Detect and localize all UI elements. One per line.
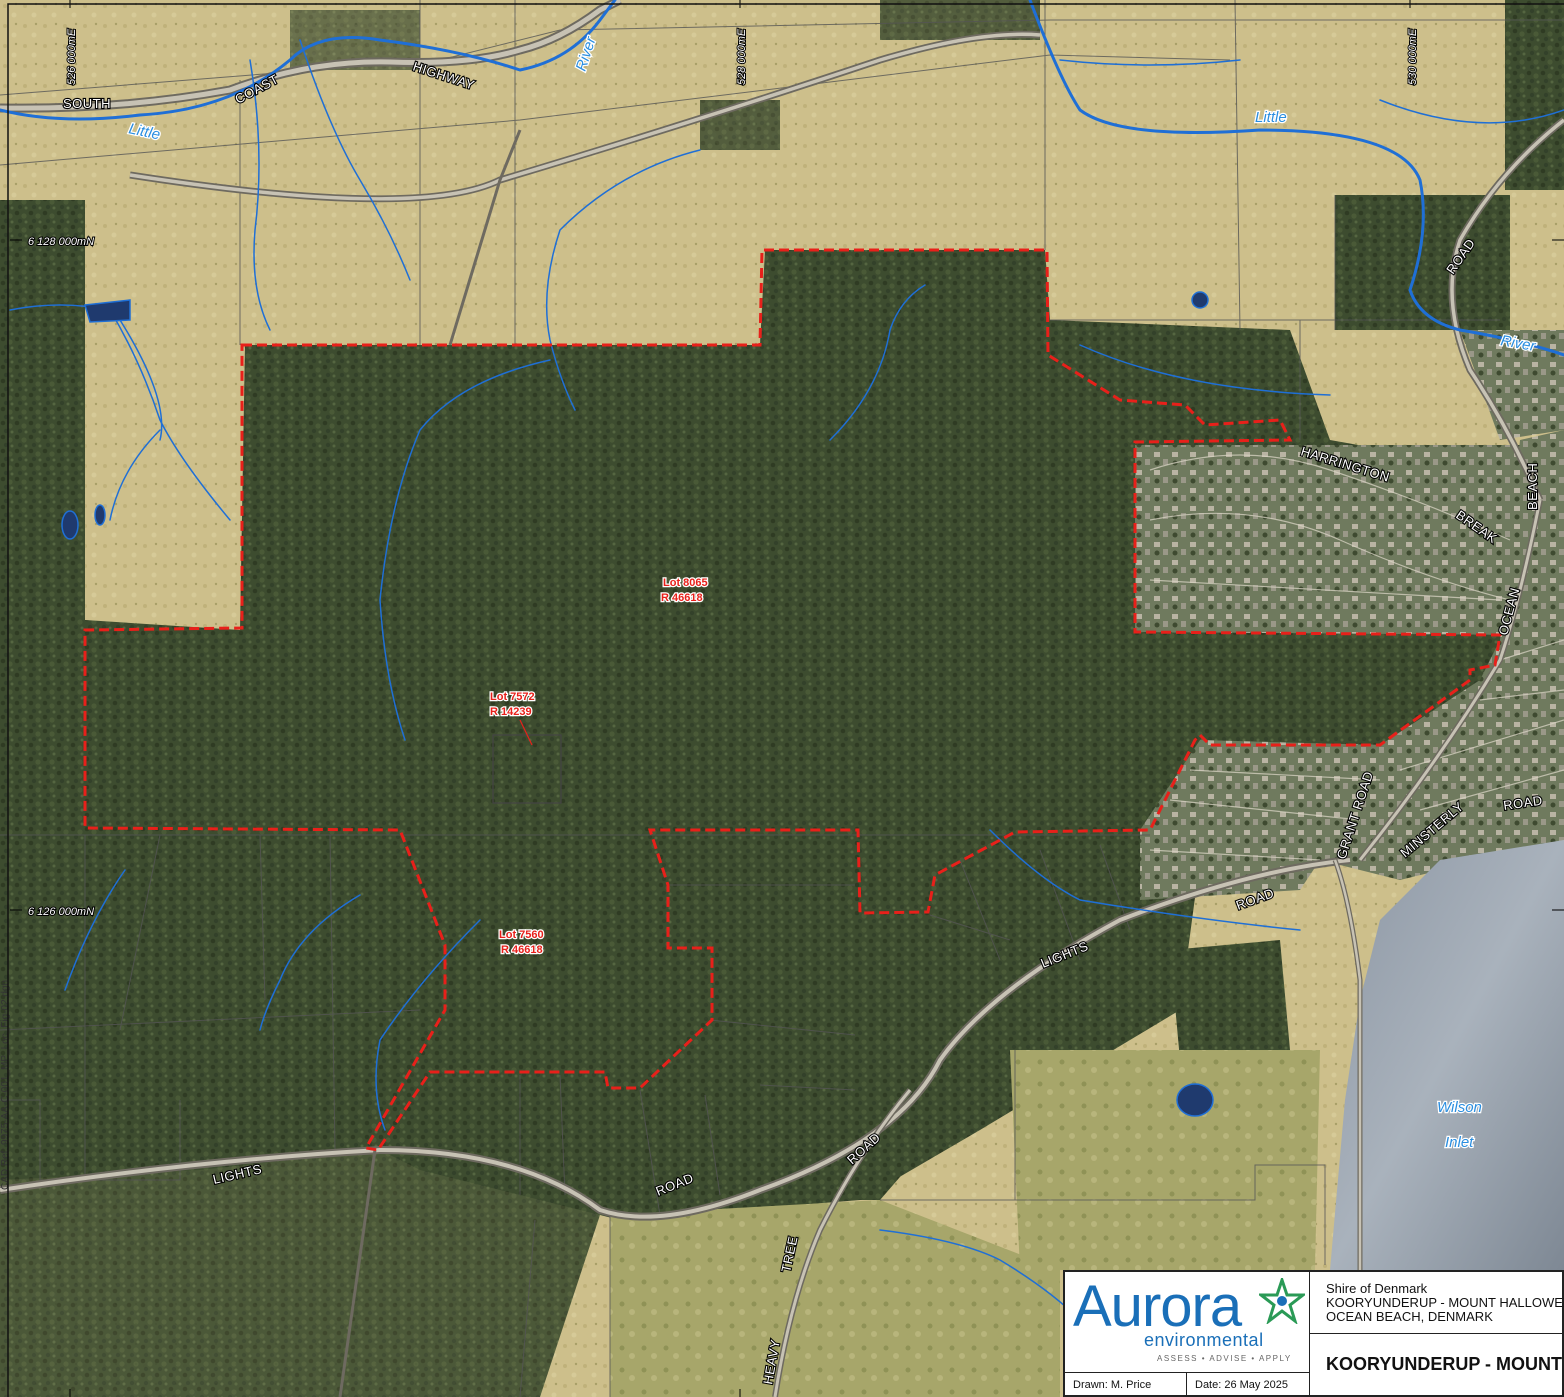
- lot-label-8065[interactable]: Lot 8065: [662, 576, 709, 591]
- lot-label-7560[interactable]: Lot 7560: [498, 928, 545, 943]
- logo-subtitle: environmental: [1144, 1330, 1264, 1350]
- urban-river-mouth: [1460, 330, 1564, 440]
- star-logo-icon: [1259, 1278, 1305, 1324]
- urban-ocean-beach: [1140, 430, 1564, 900]
- grass-south: [610, 1200, 1060, 1397]
- forest-small-2: [880, 0, 1040, 40]
- creek-west: [9, 304, 231, 521]
- forest-far-ne: [1505, 0, 1564, 190]
- little-river-east: [1028, 0, 1564, 357]
- road-label-beach: BEACH: [1525, 463, 1540, 510]
- project-name: KOORYUNDERUP - MOUNT HALLOWELL: [1326, 1295, 1564, 1310]
- lot-label-7572-reserve: R 14239: [490, 706, 532, 718]
- lot-label-8065-reserve: R 46618: [661, 592, 703, 604]
- road-label-minsterly-road: ROAD: [1502, 793, 1543, 813]
- creek-north: [249, 59, 271, 331]
- logo-wordmark: Aurora: [1073, 1274, 1242, 1339]
- water-label-little-east: Little: [1255, 109, 1287, 126]
- title-block: Aurora environmental ASSESS • ADVISE • A…: [1063, 1270, 1564, 1397]
- minor-road-n: [448, 129, 522, 346]
- urban-streets: [1149, 454, 1564, 861]
- figure-title: KOORYUNDERUP - MOUNT HALLOWELL: [1326, 1354, 1564, 1374]
- creek-ne-forest: [829, 284, 926, 441]
- grid-label-e530: 530 000mE: [1407, 28, 1419, 85]
- road-label-south: SOUTH: [63, 96, 111, 111]
- lot-label-7572[interactable]: Lot 7572: [489, 690, 536, 705]
- lot-labels: Lot 8065 R 46618 Lot 7572 R 14239 Lot 75…: [489, 576, 709, 958]
- golf-course: [1010, 1050, 1320, 1270]
- grid-label-e528: 528 000mE: [736, 28, 748, 85]
- project-client: Shire of Denmark: [1326, 1281, 1428, 1296]
- water-label-inlet: Inlet: [1445, 1134, 1474, 1151]
- waterways: [0, 0, 1564, 1321]
- minor-road-sw: [338, 1149, 377, 1397]
- grid-label-n6128: 6 128 000mN: [28, 236, 94, 248]
- lot-label-7560-reserve: R 46618: [501, 944, 543, 956]
- little-river-north: [0, 0, 617, 121]
- creek-central: [379, 359, 551, 741]
- project-details: Shire of Denmark KOORYUNDERUP - MOUNT HA…: [1310, 1272, 1564, 1334]
- forest-golf: [1170, 940, 1290, 1060]
- forest-small-3: [290, 10, 420, 70]
- drawing-date: Date: 26 May 2025: [1187, 1372, 1310, 1397]
- company-logo: Aurora environmental ASSESS • ADVISE • A…: [1065, 1272, 1310, 1372]
- water-label-wilson: Wilson: [1437, 1099, 1482, 1116]
- grid-label-n6126: 6 126 000mN: [28, 906, 94, 918]
- project-location: OCEAN BEACH, DENMARK: [1326, 1309, 1493, 1324]
- site-boundary-main[interactable]: [83, 248, 1502, 1152]
- drawn-by: Drawn: M. Price: [1065, 1372, 1187, 1397]
- grid-label-e526: 526 000mE: [66, 28, 78, 85]
- cad-reference: CAD Ref: 9975-AA-C-001_MP_Loc_Fig-02.dgn: [0, 980, 11, 1190]
- wilson-inlet: [1330, 840, 1564, 1270]
- forest-west: [0, 200, 85, 650]
- urban-harrington: [1135, 445, 1520, 635]
- forest-south: [0, 1150, 600, 1397]
- creek-south-west: [64, 869, 126, 991]
- logo-tagline: ASSESS • ADVISE • APPLY: [1157, 1354, 1292, 1363]
- lot-7572-leader: [519, 719, 533, 746]
- grid-labels: 526 000mE 528 000mE 530 000mE 6 128 000m…: [27, 27, 1420, 919]
- water-bodies: [61, 291, 1214, 1117]
- map-frame: [7, 3, 1564, 1397]
